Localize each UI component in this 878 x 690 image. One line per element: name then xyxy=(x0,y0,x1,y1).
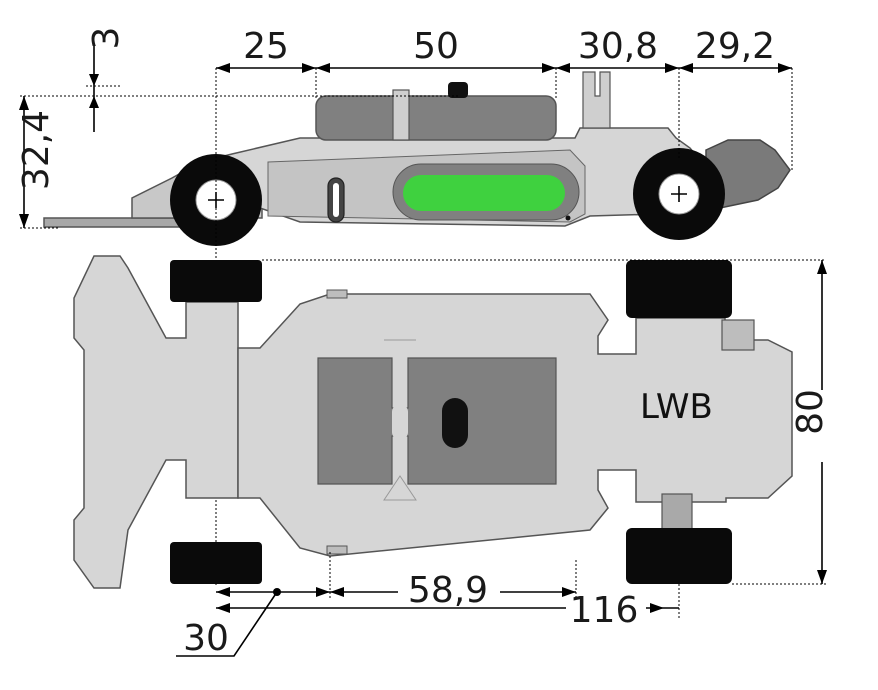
lwb-label: LWB xyxy=(640,387,713,427)
small-dot xyxy=(565,215,571,221)
cockpit-slot xyxy=(392,89,410,141)
side-slot-inner xyxy=(333,183,339,217)
rear-post xyxy=(582,71,611,129)
front-left-tyre-top xyxy=(170,260,262,302)
dim-cockpit: 50 xyxy=(413,26,459,67)
dim-front-overhang: 25 xyxy=(243,26,289,67)
center-panel xyxy=(317,357,557,485)
dim-width: 80 xyxy=(790,389,831,435)
small-tab-bottom xyxy=(326,545,348,555)
dim-guide-offset: 30 xyxy=(183,618,229,659)
center-rib xyxy=(383,339,417,501)
center-slot xyxy=(392,404,408,440)
dim-midsection: 58,9 xyxy=(408,570,488,611)
dim-wheelbase: 116 xyxy=(570,590,639,631)
front-nose-top xyxy=(73,255,239,589)
guide-blade xyxy=(43,217,197,228)
rear-hub-cross xyxy=(671,186,687,202)
dim-height: 32,4 xyxy=(16,110,57,190)
front-right-tyre-top xyxy=(170,542,262,584)
small-tab-top xyxy=(326,289,348,299)
rear-left-tyre-top xyxy=(626,260,732,318)
rear-right-tyre-top xyxy=(626,528,732,584)
side-view xyxy=(43,71,791,246)
top-knob xyxy=(448,82,468,98)
rear-block-top xyxy=(721,319,755,351)
top-dimensions: 80 58,9 116 30 xyxy=(176,259,839,659)
side-dimensions: 25 50 30,8 29,2 3 32,4 xyxy=(16,26,793,585)
dim-offset-top: 3 xyxy=(86,27,127,50)
pickup-slot xyxy=(442,398,468,448)
dim-rear-tail: 29,2 xyxy=(695,26,775,67)
dim-rear-section: 30,8 xyxy=(578,26,658,67)
green-window xyxy=(403,175,565,211)
top-view: LWB xyxy=(73,255,793,589)
cockpit-block xyxy=(315,95,557,141)
rear-lower-block xyxy=(661,493,693,533)
